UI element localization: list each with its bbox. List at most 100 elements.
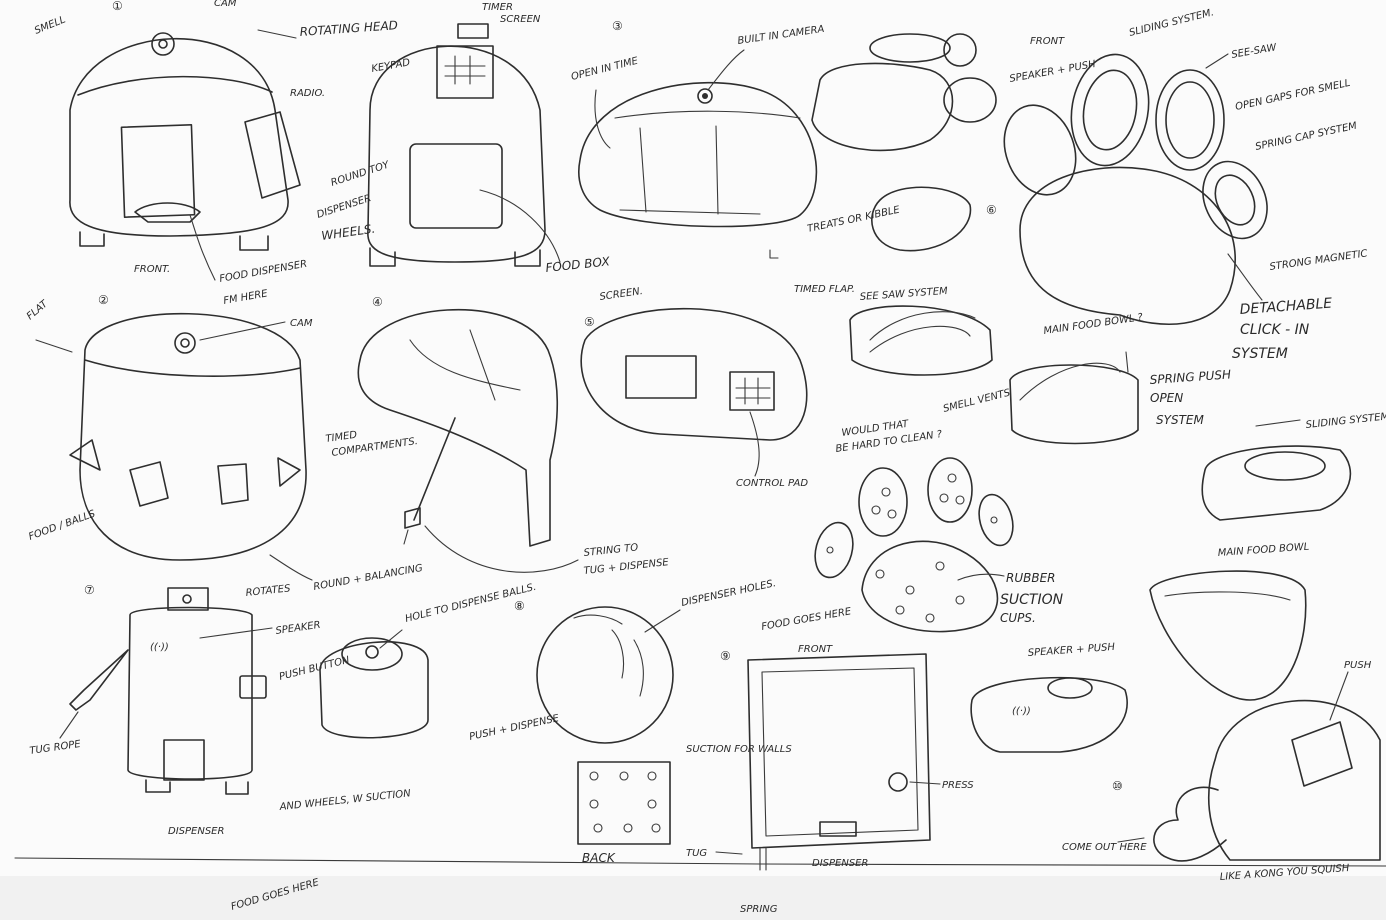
label-fm-here: FM HERE [223,288,270,307]
label-see-saw-system: SEE SAW SYSTEM [859,286,948,303]
arrow-press [909,781,941,785]
label-string: STRING TO [583,542,639,559]
label-press: PRESS [942,780,974,791]
arrow-push-10 [1329,671,1349,721]
number-1: ① [112,0,123,13]
label-rubber: RUBBER [1006,571,1056,585]
concept-6-suction-paw [814,457,1014,633]
arrow-detachable [1227,253,1263,301]
label-dispenser-7: DISPENSER [168,826,224,837]
arrow-rotating-head [257,29,297,39]
label-radio: RADIO. [290,88,325,99]
label-system-2: SYSTEM [1156,413,1204,427]
arrow-rubber [957,573,1005,581]
arrow-speaker-7 [199,627,273,639]
label-timed: TIMED [325,430,358,445]
concept-5-screen-pad [580,307,808,441]
label-sliding-system-2: SLIDING SYSTEM [1305,411,1386,431]
label-smell: SMELL [33,14,67,36]
next-page-strip [0,876,1386,920]
concept-8-treat-ball [536,606,674,744]
label-rotating-head: ROTATING HEAD [299,18,398,39]
arrow-cam-2 [199,321,286,341]
label-detachable: DETACHABLE [1239,296,1333,318]
number-7: ⑦ [84,583,95,597]
arrow-flat [35,339,73,353]
label-main-food-bowl: MAIN FOOD BOWL [1217,542,1309,559]
label-round-toy: ROUND TOY [330,159,392,188]
arrow-hole [379,629,403,649]
label-dispenser-9: DISPENSER [812,858,868,869]
arrow-food-dispenser [189,214,216,281]
number-5: ⑤ [584,315,595,329]
label-cam-2: CAM [290,318,313,329]
label-food-dispenser: FOOD DISPENSER [219,259,308,285]
number-2: ② [98,293,109,307]
label-round-balancing: ROUND + BALANCING [313,563,424,593]
arrow-sliding-system [1255,419,1301,427]
label-back: BACK [582,851,616,865]
page-bottom-edge [14,857,1386,867]
concept-7-ball-dispenser [319,637,429,739]
label-main-food-bowl-q: MAIN FOOD BOWL ? [1043,312,1144,337]
svg-text:((·)): ((·)) [150,642,169,653]
label-smell-vents: SMELL VENTS [942,387,1012,414]
arrow-round-balancing [269,554,313,581]
label-food-goes-here: FOOD GOES HERE [761,606,853,633]
label-treats: TREATS OR KIBBLE [806,204,901,234]
concept-6-tray-parts [811,33,1352,521]
label-strong-magnetic: STRONG MAGNETIC [1269,248,1368,273]
arrow-come-out [1117,837,1145,843]
concept-6-main-food-bowl [1149,570,1307,701]
number-10: ⑩ [1112,779,1123,793]
arrow-open-in-time [594,89,611,149]
label-flat: FLAT [25,298,51,322]
label-open-gaps: OPEN GAPS FOR SMELL [1234,78,1351,113]
label-dispenser-holes: DISPENSER HOLES. [680,578,777,609]
label-speaker-7: SPEAKER [275,620,321,637]
label-push-10: PUSH [1344,660,1372,671]
concept-6-speaker-push-pad: ((·)) [970,676,1128,753]
label-system: SYSTEM [1232,346,1288,362]
label-screen-5: SCREEN. [599,286,644,303]
label-cam-1: CAM [214,0,237,9]
label-speaker-push: SPEAKER + PUSH [1009,59,1097,85]
label-open-in-time: OPEN IN TIME [570,56,640,83]
number-4: ④ [372,295,383,309]
label-food-balls: FOOD / BALLS [27,508,97,543]
concept-8-back-panel [577,761,671,845]
concept-6-paw-bowl [1003,53,1268,325]
label-front-9: FRONT [798,644,833,655]
label-spring-cap: SPRING CAP SYSTEM [1254,121,1358,153]
concept-9-wall-dispenser [747,653,931,871]
concept-10-kong-toy [1153,699,1381,862]
label-screen-1: SCREEN [500,14,541,25]
label-timed-flap: TIMED FLAP. [794,284,855,295]
arrow-dispenser-holes [644,609,681,633]
label-push-dispense: PUSH + DISPENSE [468,713,560,743]
concept-1-front-robot [69,32,301,251]
arrow-tug-rope [59,711,79,739]
label-cups: CUPS. [1000,611,1036,625]
label-tug-9: TUG [686,848,707,859]
arrow-food-box [479,189,561,263]
concept-2-round-robot [69,312,307,561]
label-tug-rope: TUG ROPE [29,739,82,757]
label-food-box: FOOD BOX [545,254,611,275]
label-control-pad: CONTROL PAD [736,478,808,489]
label-suction: SUCTION [1000,592,1064,608]
label-come-out-here: COME OUT HERE [1062,842,1147,853]
number-6: ⑥ [986,203,997,217]
label-open: OPEN [1150,391,1183,405]
concept-1-back-robot [367,23,546,267]
label-see-saw: SEE-SAW [1231,42,1279,61]
number-8: ⑧ [514,599,525,613]
number-9: ⑨ [720,649,731,663]
svg-text:((·)): ((·)) [1012,706,1031,717]
label-click-in: CLICK - IN [1240,322,1310,338]
label-timer: TIMER [482,2,513,13]
label-front-6: FRONT [1030,36,1065,47]
label-rotates: ROTATES [245,583,291,599]
label-front-1: FRONT. [134,264,170,275]
